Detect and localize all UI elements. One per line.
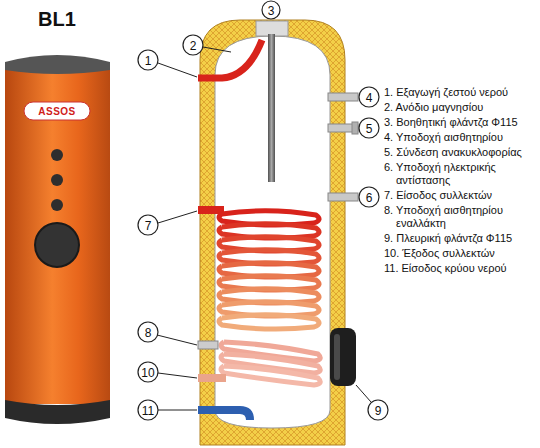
top-flange <box>256 21 288 36</box>
legend-item: 5. Σύνδεση ανακυκλοφορίας <box>384 146 536 159</box>
callout-number: 9 <box>375 405 382 417</box>
coil-turn <box>219 315 319 329</box>
heater-socket <box>328 193 358 201</box>
tank-cap <box>5 55 110 74</box>
callout-number: 10 <box>141 367 154 379</box>
callout-number: 2 <box>190 40 197 52</box>
legend-item: 7. Είσοδος συλλεκτών <box>384 189 536 202</box>
legend-item: 3. Βοηθητική φλάντζα Φ115 <box>384 116 536 129</box>
leader-line <box>158 63 197 77</box>
brand-logo: ASSOS <box>38 107 76 117</box>
leader-line <box>157 335 197 345</box>
callout-circle <box>359 118 379 138</box>
callout-number: 11 <box>142 405 154 417</box>
callout-number: 6 <box>366 192 373 204</box>
tank-body <box>5 66 110 404</box>
legend-item: 2. Ανόδιο μαγνησίου <box>384 101 536 114</box>
callout-circle <box>138 215 158 235</box>
hot-water-pipe <box>198 40 262 78</box>
tank-section <box>198 20 358 445</box>
callout-circle <box>138 400 158 420</box>
callout-circle <box>138 362 158 382</box>
anode-rod <box>268 34 275 182</box>
callout-circles <box>138 1 388 420</box>
legend-item: 4. Υποδοχή αισθητηρίου <box>384 131 536 144</box>
callout-circle <box>368 400 388 420</box>
tank-photo <box>5 55 110 424</box>
port <box>51 149 63 161</box>
product-title: BL1 <box>38 9 76 29</box>
callout-number: 7 <box>145 220 152 232</box>
upper-coil <box>219 211 319 329</box>
leader-lines <box>157 47 371 410</box>
exchanger-sensor <box>198 341 218 349</box>
collector-outlet <box>198 374 226 382</box>
side-flange <box>35 223 79 267</box>
callout-number: 8 <box>145 327 152 339</box>
port <box>51 199 63 211</box>
leader-line <box>356 385 371 402</box>
flange-highlight <box>334 334 340 380</box>
lower-coil <box>221 342 320 385</box>
callout-circle <box>359 87 379 107</box>
legend-item: 1. Εξαγωγή ζεστού νερού <box>384 86 536 99</box>
sensor-socket <box>328 93 358 101</box>
callout-number: 4 <box>366 92 373 104</box>
socket-cap <box>352 122 358 134</box>
logo-badge <box>24 102 90 120</box>
leader-line <box>158 373 197 378</box>
callout-number: 1 <box>145 55 152 67</box>
cold-water-inlet <box>198 410 250 420</box>
port <box>51 174 63 186</box>
callout-circle <box>359 187 379 207</box>
leader-line <box>158 211 197 223</box>
leader-line <box>158 410 197 411</box>
coil-turn <box>221 366 320 385</box>
legend-item: 8. Υποδοχή αισθητηρίου εναλλάκτη <box>384 204 536 230</box>
tank-base <box>5 400 110 424</box>
legend-item: 6. Υποδοχή ηλεκτρικής αντίστασης <box>384 161 536 187</box>
callout-number: 5 <box>366 123 373 135</box>
callout-circle <box>138 322 158 342</box>
callout-circle <box>262 1 280 19</box>
side-flange <box>330 328 356 386</box>
legend-item: 9. Πλευρική φλάντζα Φ115 <box>384 232 536 245</box>
legend-item: 11. Είσοδος κρύου νερού <box>384 262 536 275</box>
collector-inlet <box>198 206 224 214</box>
callout-number: 3 <box>268 5 275 17</box>
callout-circle <box>183 35 203 55</box>
leader-line <box>203 47 231 52</box>
legend-item: 10. Έξοδος συλλεκτών <box>384 247 536 260</box>
callout-circle <box>138 50 158 70</box>
